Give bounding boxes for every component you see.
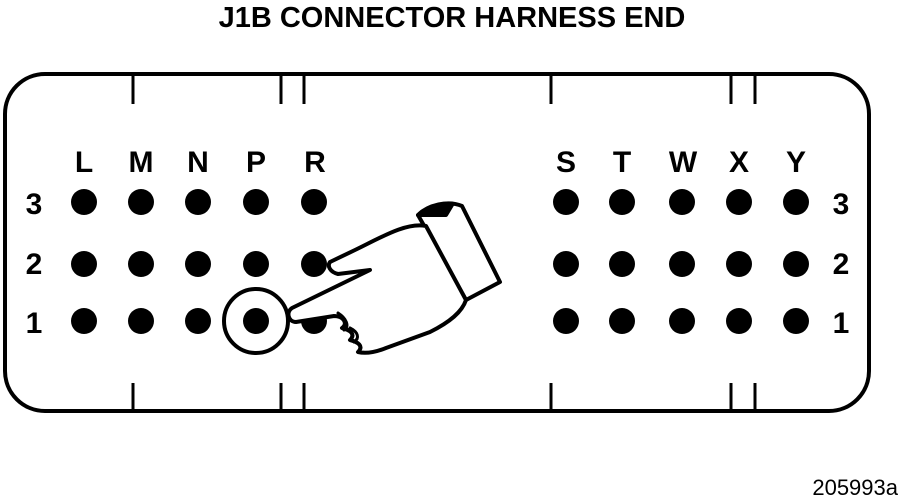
pin-p1 (243, 308, 269, 334)
column-label-w: W (669, 146, 698, 179)
column-label-x: X (729, 146, 749, 179)
pin-t1 (609, 308, 635, 334)
connector-outline (3, 72, 871, 413)
row-label-1-left: 1 (26, 307, 43, 340)
row-label-1-right: 1 (833, 307, 850, 340)
row-label-3-right: 3 (833, 188, 850, 221)
pin-l3 (71, 189, 97, 215)
pin-w2 (669, 251, 695, 277)
row-label-2-right: 2 (833, 248, 850, 281)
pin-n2 (185, 251, 211, 277)
highlighted-pin-ring (222, 287, 290, 355)
pin-r3 (301, 189, 327, 215)
pin-t2 (609, 251, 635, 277)
diagram-title: J1B CONNECTOR HARNESS END (218, 2, 686, 34)
bottom-keys (131, 383, 757, 411)
pin-x1 (726, 308, 752, 334)
column-label-r: R (304, 146, 326, 179)
row-labels-left: 3 2 1 (26, 188, 43, 340)
pin-l2 (71, 251, 97, 277)
pin-s3 (553, 189, 579, 215)
pin-p3 (243, 189, 269, 215)
row-label-3-left: 3 (26, 188, 43, 221)
column-label-y: Y (786, 146, 806, 179)
pin-x3 (726, 189, 752, 215)
column-labels: L M N P R S T W X Y (75, 146, 806, 179)
pin-p2 (243, 251, 269, 277)
column-label-m: M (129, 146, 154, 179)
pointing-hand-icon (286, 201, 502, 355)
pin-m2 (128, 251, 154, 277)
column-label-p: P (246, 146, 266, 179)
column-label-n: N (187, 146, 209, 179)
pin-y1 (783, 308, 809, 334)
pin-t3 (609, 189, 635, 215)
pin-l1 (71, 308, 97, 334)
top-keys (131, 74, 757, 104)
pin-x2 (726, 251, 752, 277)
column-label-t: T (613, 146, 631, 179)
pin-y3 (783, 189, 809, 215)
pin-s2 (553, 251, 579, 277)
figure-number: 205993a (812, 475, 898, 500)
pin-m1 (128, 308, 154, 334)
pin-y2 (783, 251, 809, 277)
pin-m3 (128, 189, 154, 215)
column-label-s: S (556, 146, 576, 179)
pin-w3 (669, 189, 695, 215)
pin-grid (71, 189, 809, 334)
column-label-l: L (75, 146, 93, 179)
row-label-2-left: 2 (26, 248, 43, 281)
pin-r2 (301, 251, 327, 277)
pin-s1 (553, 308, 579, 334)
pin-n1 (185, 308, 211, 334)
row-labels-right: 3 2 1 (833, 188, 850, 340)
pin-w1 (669, 308, 695, 334)
pin-n3 (185, 189, 211, 215)
